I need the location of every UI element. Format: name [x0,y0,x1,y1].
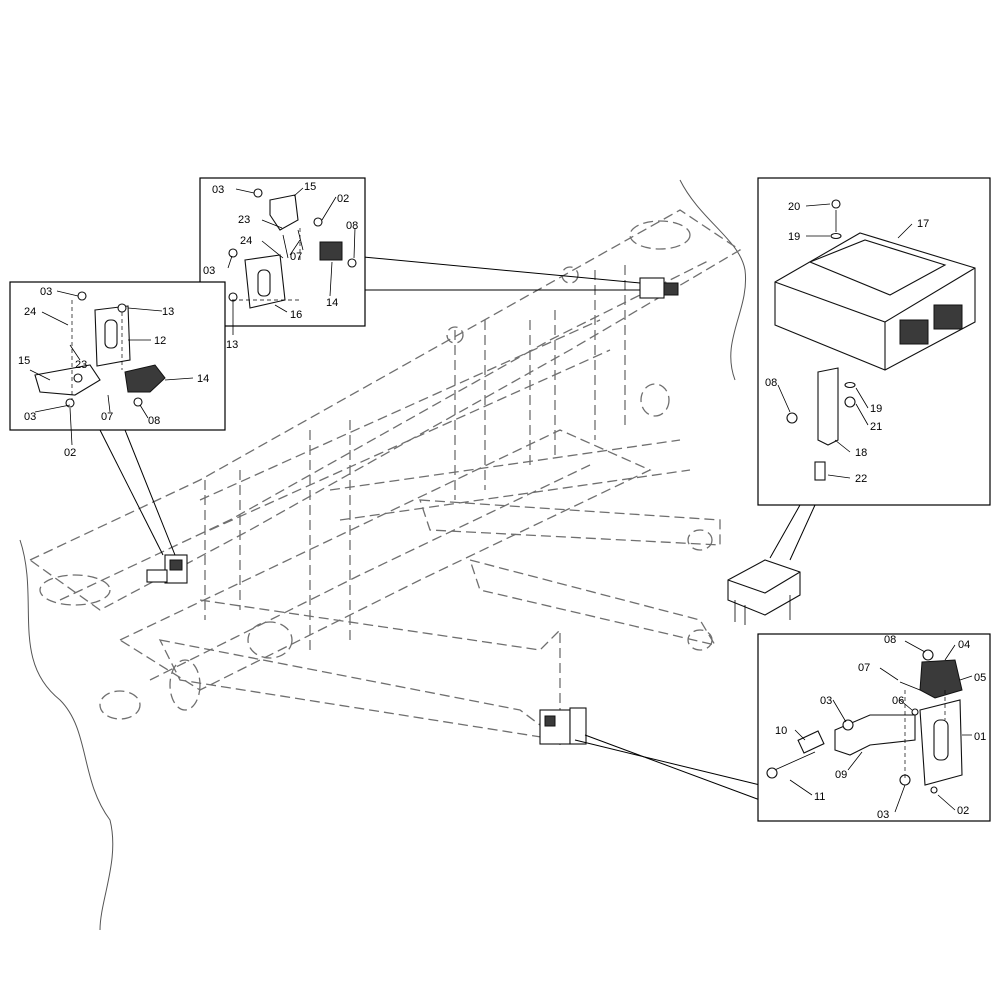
part-label: 07 [858,662,870,674]
part-label: 03 [24,411,36,423]
part-label: 01 [974,731,986,743]
bracket-15 [269,194,299,231]
part-label: 23 [238,214,250,226]
part-label: 13 [162,306,174,318]
part-label: 05 [974,672,986,684]
frame-sensor-left [146,554,188,584]
part-label: 23 [75,359,87,371]
part-label: 03 [212,184,224,196]
part-label: 10 [775,725,787,737]
sensor-14-l [124,364,166,393]
part-label: 03 [877,809,889,821]
labels-top-left: 03 15 02 23 08 24 07 03 14 16 13 [203,181,358,351]
frame-sensor-top [639,277,679,299]
part-label: 07 [290,251,302,263]
part-label: 11 [814,791,825,803]
part-label: 02 [337,193,349,205]
inset-top-left [199,177,366,335]
bracket-18 [817,367,839,446]
part-label: 15 [304,181,316,193]
bracket-15-l [34,364,101,396]
part-label: 03 [40,286,52,298]
inset-right-bottom [757,633,991,822]
part-label: 08 [884,634,896,646]
part-label: 14 [197,373,209,385]
part-label: 02 [957,805,969,817]
control-module-small [727,559,801,625]
part-label: 12 [154,335,166,347]
part-label: 08 [148,415,160,427]
labels-left: 03 13 24 12 23 15 14 03 07 08 02 [18,286,209,459]
sensor-04 [919,659,963,699]
part-label: 03 [203,265,215,277]
bracket-09 [834,714,916,756]
part-label: 20 [788,201,800,213]
part-label: 21 [870,421,882,433]
part-label: 08 [346,220,358,232]
inset-right-top [757,177,991,506]
part-label: 04 [958,639,970,651]
labels-right-top: 20 17 19 08 19 21 18 22 [765,201,929,485]
part-label: 22 [855,473,867,485]
part-label: 24 [24,306,36,318]
part-label: 19 [870,403,882,415]
labels-right-bottom: 08 04 07 05 06 03 10 01 09 11 03 02 [775,634,986,821]
part-label: 02 [64,447,76,459]
part-label: 14 [326,297,338,309]
part-label: 24 [240,235,252,247]
part-label: 06 [892,695,904,707]
tractor-frame-drawing [19,179,747,931]
part-label: 03 [820,695,832,707]
part-label: 07 [101,411,113,423]
part-label: 16 [290,309,302,321]
part-label: 15 [18,355,30,367]
inset-left [9,281,226,446]
part-label: 13 [226,339,238,351]
part-label: 09 [835,769,847,781]
part-label: 19 [788,231,800,243]
part-label: 17 [917,218,929,230]
spacer-10 [797,730,825,754]
part-label: 18 [855,447,867,459]
sensor-14 [319,241,343,261]
part-label: 08 [765,377,777,389]
frame-sensor-bottom [539,707,587,745]
